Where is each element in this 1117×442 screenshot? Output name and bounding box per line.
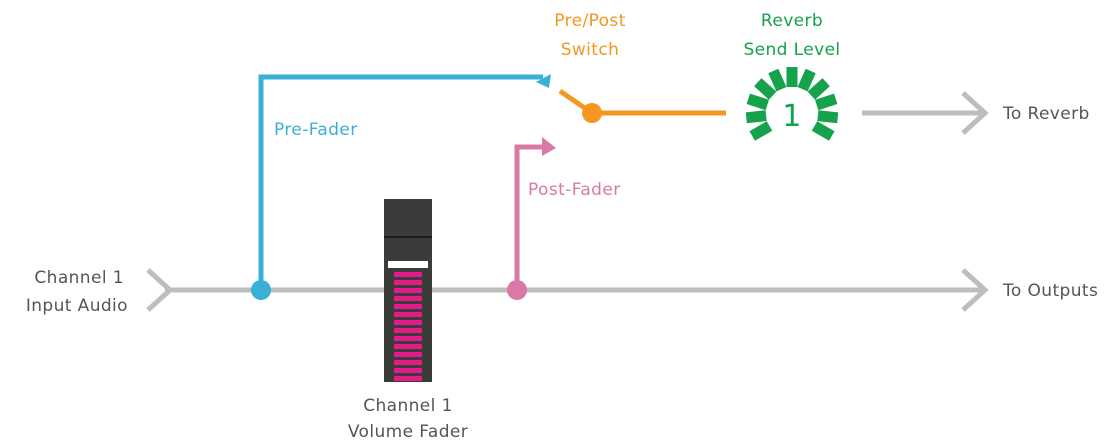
fader-segment [394, 344, 422, 349]
fader-segment [394, 336, 422, 341]
fader-segment [394, 352, 422, 357]
fader-label-line1: Channel 1 [363, 396, 453, 416]
input-label-line2: Input Audio [26, 296, 128, 316]
pre-fader-node [251, 280, 271, 300]
input-label-line1: Channel 1 [34, 268, 124, 288]
switch-label-line2: Switch [561, 40, 620, 60]
fader-segment [394, 272, 422, 277]
post-fader-line [514, 144, 543, 290]
fader-segment [394, 288, 422, 293]
pre-fader-line [258, 74, 543, 290]
knob-tick [811, 121, 835, 141]
reverb-arrow-icon [961, 91, 989, 135]
knob-tick [745, 110, 767, 124]
knob-tick [817, 110, 839, 124]
fader-segment [394, 304, 422, 309]
switch-pivot [582, 103, 602, 123]
fader-segment [394, 360, 422, 365]
knob-icon[interactable] [745, 67, 839, 141]
knob-tick [814, 93, 838, 111]
reverb-label-line1: Reverb [761, 11, 823, 31]
fader-level-meter [394, 272, 422, 381]
knob-tick [768, 68, 787, 92]
fader-segment [394, 376, 422, 381]
to-outputs-label: To Outputs [1002, 281, 1098, 301]
reverb-label-line2: Send Level [743, 40, 840, 60]
fader-icon[interactable] [384, 199, 432, 382]
post-fader-node [507, 280, 527, 300]
knob-tick [754, 78, 777, 100]
knob-value: 1 [782, 99, 802, 134]
knob-tick [749, 121, 773, 141]
fader-label-line2: Volume Fader [348, 422, 468, 442]
fader-segment [394, 312, 422, 317]
pre-fader-contact-icon [536, 74, 551, 88]
post-fader-label: Post-Fader [528, 180, 621, 200]
post-fader-contact-icon [542, 137, 556, 156]
fader-segment [394, 296, 422, 301]
switch-label-line1: Pre/Post [554, 11, 626, 31]
knob-tick [807, 78, 830, 100]
fader-handle [388, 261, 428, 268]
knob-tick [797, 68, 816, 92]
fader-segment [394, 368, 422, 373]
outputs-arrow-icon [961, 268, 989, 312]
fader-segment [394, 320, 422, 325]
fader-segment [394, 328, 422, 333]
input-chevron-icon [146, 268, 173, 312]
knob-tick [746, 93, 770, 111]
pre-fader-label: Pre-Fader [274, 120, 358, 140]
fader-segment [394, 280, 422, 285]
to-reverb-label: To Reverb [1002, 104, 1090, 124]
